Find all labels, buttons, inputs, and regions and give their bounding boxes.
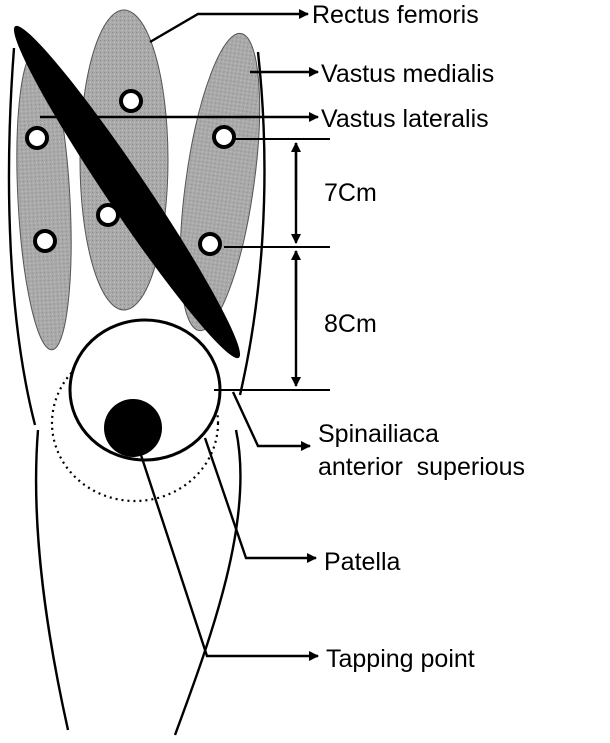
label-vastus-medialis: Vastus medialis (321, 60, 494, 88)
marker-icon (200, 234, 220, 254)
tapping-point-icon (104, 399, 162, 457)
leg-outline-left-lower (36, 430, 68, 730)
label-patella: Patella (324, 548, 401, 576)
marker-icon (214, 127, 234, 147)
leader-rectus-femoris (150, 14, 308, 42)
label-vastus-lateralis: Vastus lateralis (321, 105, 489, 133)
marker-icon (27, 128, 47, 148)
leader-tapping-point (140, 452, 318, 656)
leader-patella (205, 438, 316, 558)
marker-icon (98, 205, 118, 225)
label-spina-line2: anterior superious (318, 453, 525, 481)
label-distance-8cm: 8Cm (324, 310, 377, 338)
leader-spina (233, 392, 310, 446)
marker-icon (35, 231, 55, 251)
label-distance-7cm: 7Cm (324, 179, 377, 207)
marker-icon (121, 91, 141, 111)
leg-outline-right-lower (175, 430, 241, 735)
label-tapping-point: Tapping point (326, 645, 475, 673)
label-spina-line1: Spinailiaca (318, 420, 439, 448)
label-rectus-femoris: Rectus femoris (312, 1, 479, 29)
